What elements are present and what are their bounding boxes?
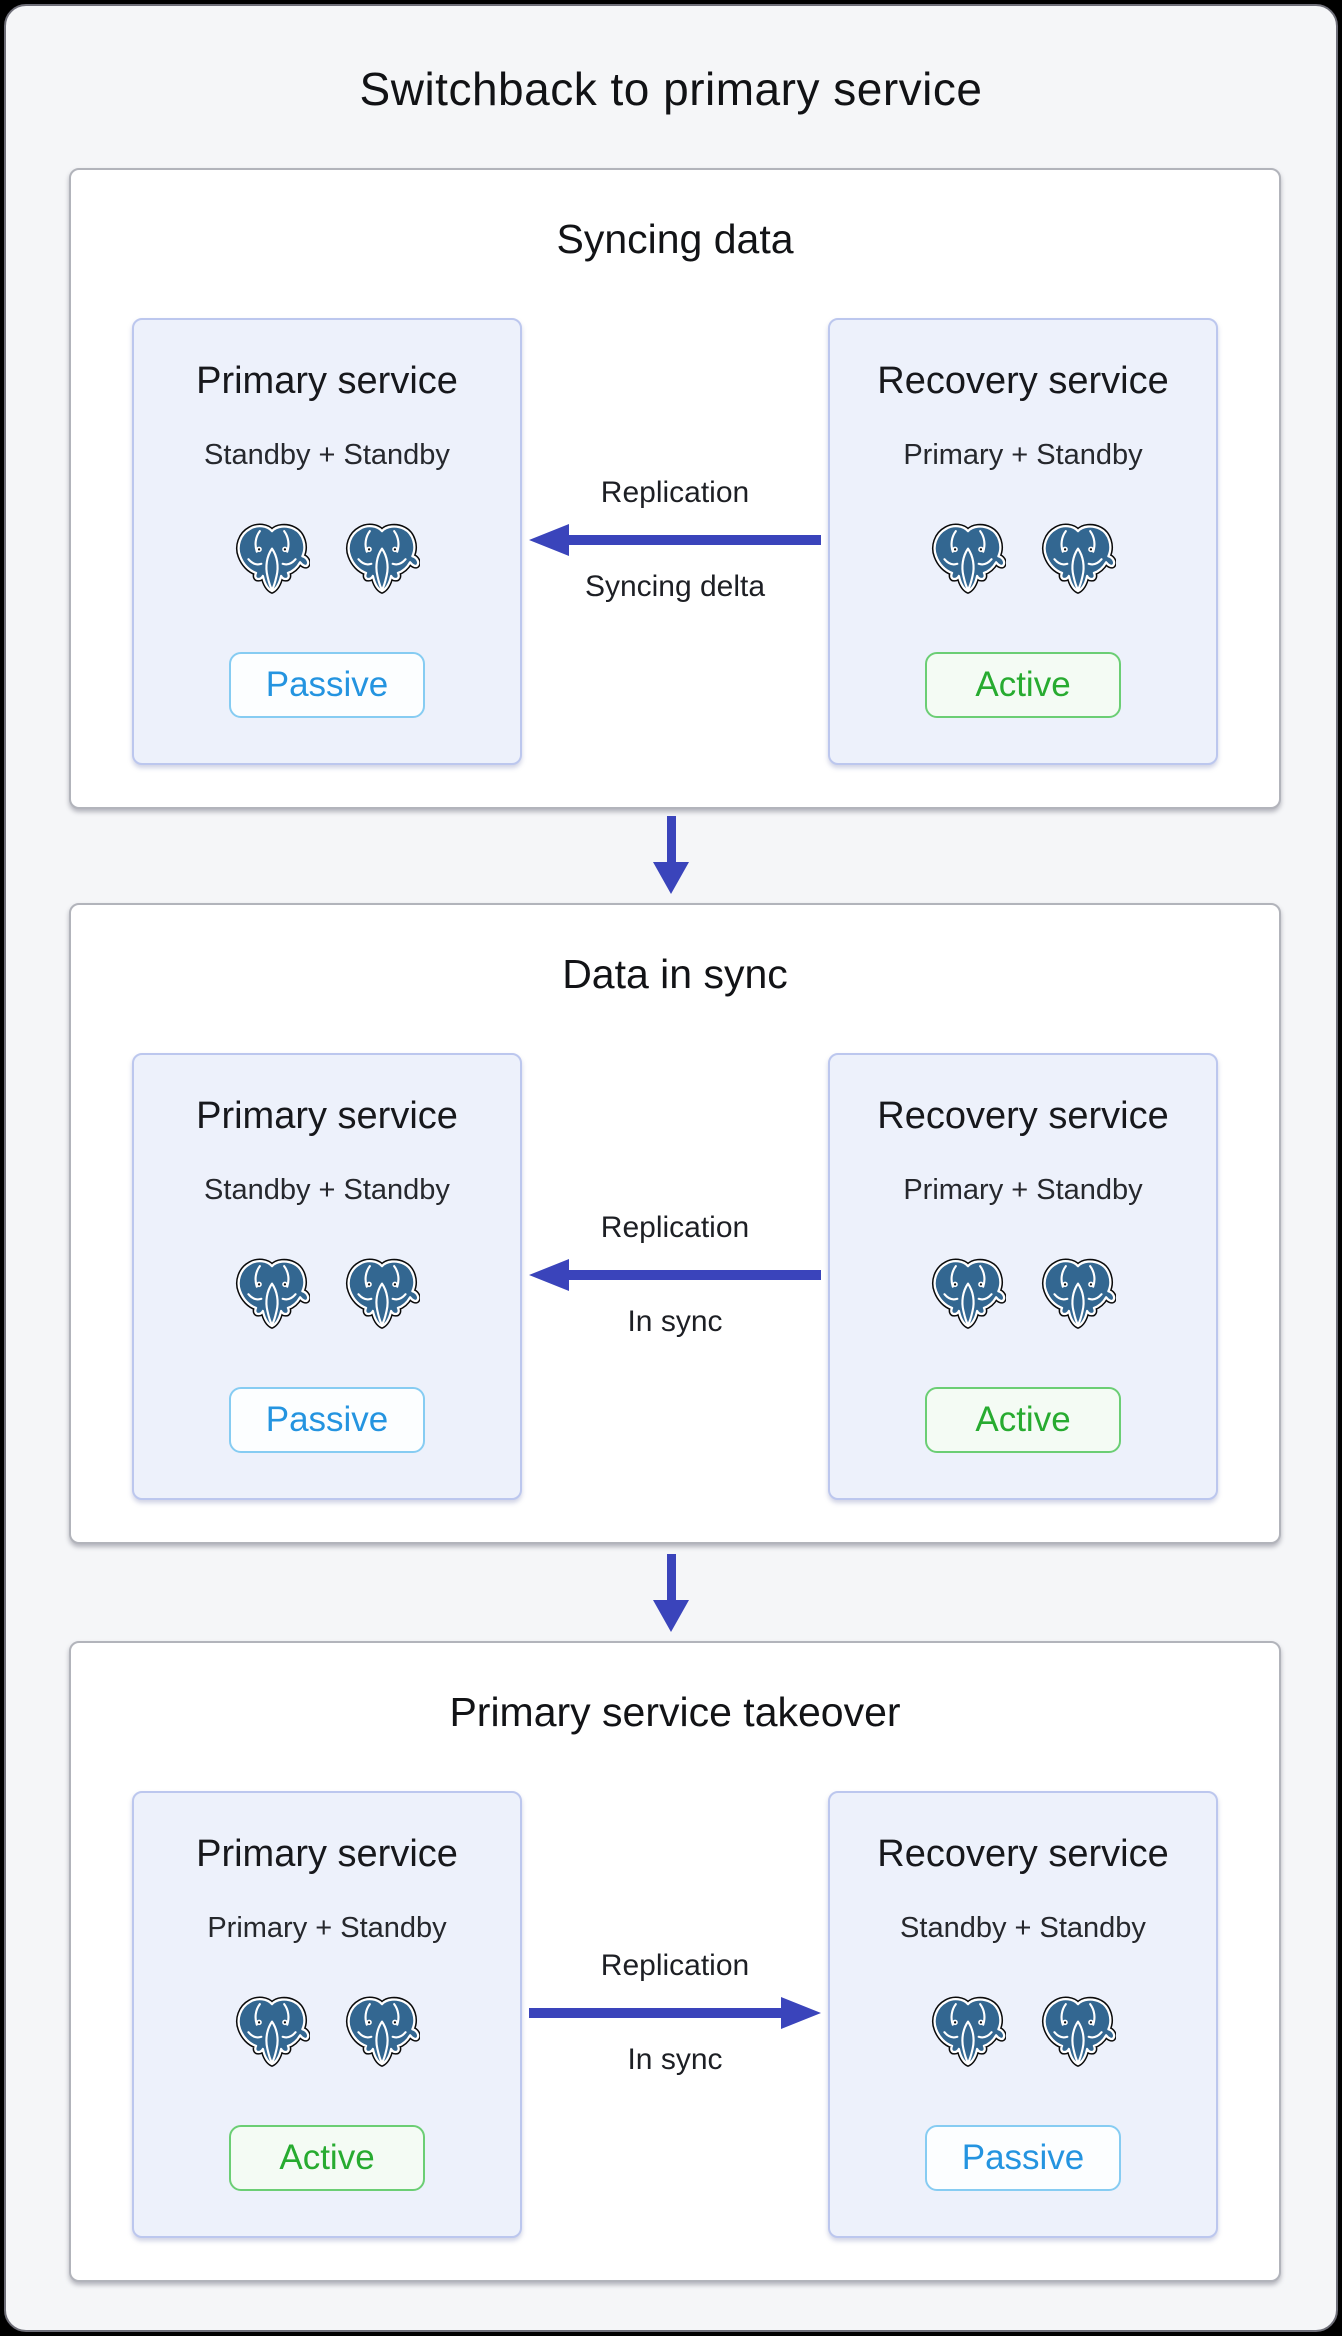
postgresql-icon xyxy=(234,522,310,598)
section-title: Syncing data xyxy=(556,216,794,262)
card-title: Primary service xyxy=(196,1833,458,1875)
flow-down-arrow-icon xyxy=(649,1554,693,1632)
postgresql-icon xyxy=(344,522,420,598)
card-title: Recovery service xyxy=(877,1095,1169,1137)
recovery-service-card: Recovery service Primary + Standby Activ… xyxy=(828,1053,1218,1500)
database-icons xyxy=(234,1995,420,2071)
status-badge: Active xyxy=(925,652,1121,718)
primary-service-card: Primary service Standby + Standby Passiv… xyxy=(132,1053,522,1500)
page-title: Switchback to primary service xyxy=(359,63,983,115)
database-icons xyxy=(930,1995,1116,2071)
card-subtitle: Primary + Standby xyxy=(207,1912,447,1944)
card-subtitle: Standby + Standby xyxy=(204,439,450,471)
arrow-label-top: Replication xyxy=(600,1949,750,1982)
cards-row: Primary service Standby + Standby Passiv… xyxy=(132,318,1218,765)
status-badge: Passive xyxy=(229,652,425,718)
database-icons xyxy=(234,522,420,598)
status-badge: Active xyxy=(229,2125,425,2191)
arrow-label-top: Replication xyxy=(600,1211,750,1244)
arrow-label-top: Replication xyxy=(600,476,750,509)
card-title: Recovery service xyxy=(877,1833,1169,1875)
card-title: Primary service xyxy=(196,1095,458,1137)
postgresql-icon xyxy=(1040,1257,1116,1333)
replication-arrow-left-icon xyxy=(527,1257,823,1293)
replication-flow: Replication In sync xyxy=(522,1791,828,2238)
card-subtitle: Primary + Standby xyxy=(903,1174,1143,1206)
section-primary-takeover: Primary service takeover Primary service… xyxy=(69,1641,1281,2282)
flow-down-arrow-icon xyxy=(649,816,693,894)
postgresql-icon xyxy=(930,1995,1006,2071)
cards-row: Primary service Standby + Standby Passiv… xyxy=(132,1053,1218,1500)
diagram-page: Switchback to primary service Syncing da… xyxy=(4,4,1338,2332)
status-badge: Passive xyxy=(229,1387,425,1453)
section-title: Data in sync xyxy=(562,951,788,997)
database-icons xyxy=(234,1257,420,1333)
status-badge: Passive xyxy=(925,2125,1121,2191)
card-subtitle: Standby + Standby xyxy=(204,1174,450,1206)
recovery-service-card: Recovery service Primary + Standby Activ… xyxy=(828,318,1218,765)
card-title: Recovery service xyxy=(877,360,1169,402)
postgresql-icon xyxy=(234,1995,310,2071)
replication-flow: Replication Syncing delta xyxy=(522,318,828,765)
primary-service-card: Primary service Standby + Standby Passiv… xyxy=(132,318,522,765)
status-badge: Active xyxy=(925,1387,1121,1453)
section-syncing-data: Syncing data Primary service Standby + S… xyxy=(69,168,1281,809)
primary-service-card: Primary service Primary + Standby Active xyxy=(132,1791,522,2238)
arrow-label-bottom: In sync xyxy=(627,2043,723,2076)
postgresql-icon xyxy=(1040,522,1116,598)
database-icons xyxy=(930,522,1116,598)
postgresql-icon xyxy=(930,1257,1006,1333)
postgresql-icon xyxy=(1040,1995,1116,2071)
replication-arrow-left-icon xyxy=(527,522,823,558)
card-subtitle: Standby + Standby xyxy=(900,1912,1146,1944)
recovery-service-card: Recovery service Standby + Standby Passi… xyxy=(828,1791,1218,2238)
card-subtitle: Primary + Standby xyxy=(903,439,1143,471)
arrow-label-bottom: Syncing delta xyxy=(584,570,766,603)
postgresql-icon xyxy=(234,1257,310,1333)
postgresql-icon xyxy=(930,522,1006,598)
replication-arrow-right-icon xyxy=(527,1995,823,2031)
cards-row: Primary service Primary + Standby Active… xyxy=(132,1791,1218,2238)
postgresql-icon xyxy=(344,1995,420,2071)
arrow-label-bottom: In sync xyxy=(627,1305,723,1338)
postgresql-icon xyxy=(344,1257,420,1333)
card-title: Primary service xyxy=(196,360,458,402)
replication-flow: Replication In sync xyxy=(522,1053,828,1500)
section-title: Primary service takeover xyxy=(449,1689,901,1735)
section-data-in-sync: Data in sync Primary service Standby + S… xyxy=(69,903,1281,1544)
database-icons xyxy=(930,1257,1116,1333)
